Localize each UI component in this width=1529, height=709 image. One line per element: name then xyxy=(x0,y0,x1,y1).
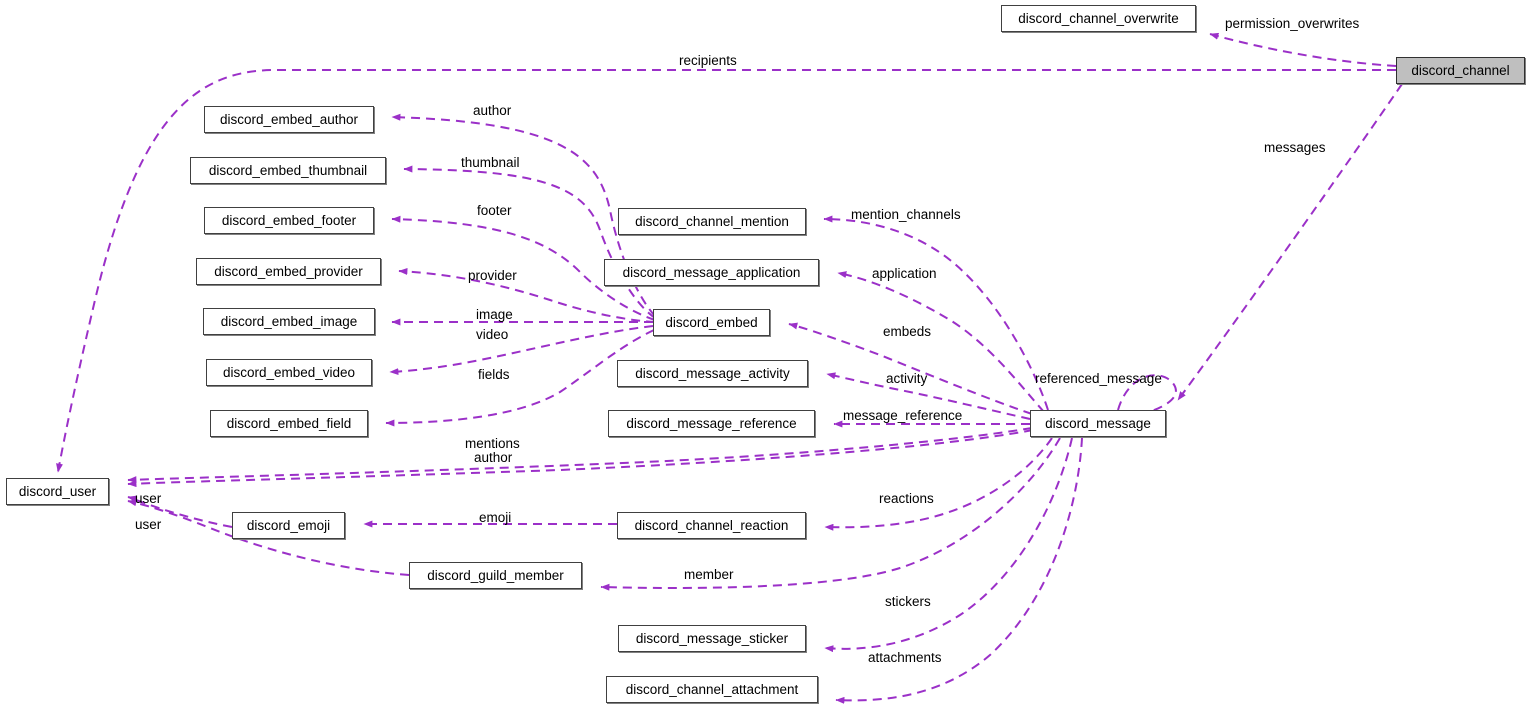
edge-mention-channels xyxy=(823,215,1049,411)
edge-label-emoji: emoji xyxy=(479,510,512,525)
edge-label-user_1: user xyxy=(135,491,162,506)
node-label: discord_embed_provider xyxy=(214,263,363,279)
node-label: discord_message_application xyxy=(622,264,801,280)
edge-label-image: image xyxy=(476,307,513,322)
edge-label-recipients: recipients xyxy=(679,53,737,68)
edge-label-permission_overwrites: permission_overwrites xyxy=(1225,16,1360,31)
node-discord_embed_video[interactable]: discord_embed_video xyxy=(206,359,372,386)
node-discord_message_activity[interactable]: discord_message_activity xyxy=(617,360,808,387)
node-discord_embed_footer[interactable]: discord_embed_footer xyxy=(204,207,374,234)
edge-label-message_reference: message_reference xyxy=(843,408,963,423)
node-discord_embed_author[interactable]: discord_embed_author xyxy=(204,106,374,133)
node-discord_channel_overwrite[interactable]: discord_channel_overwrite xyxy=(1001,5,1196,32)
edge-label-member: member xyxy=(684,567,734,582)
edge-label-thumbnail: thumbnail xyxy=(461,155,520,170)
node-discord_embed_image[interactable]: discord_embed_image xyxy=(203,308,375,335)
node-label: discord_channel_overwrite xyxy=(1018,10,1179,26)
edge-label-embeds: embeds xyxy=(883,324,932,339)
edge-label-attachments: attachments xyxy=(868,650,942,665)
edge-author-msg xyxy=(127,429,1034,488)
edge-label-user_2: user xyxy=(135,517,162,532)
edge-permission-overwrites xyxy=(1209,32,1397,67)
edge-label-author_embed: author xyxy=(473,103,512,118)
node-discord_message_sticker[interactable]: discord_message_sticker xyxy=(618,625,806,652)
edge-label-messages: messages xyxy=(1264,140,1326,155)
edge-label-video: video xyxy=(476,327,509,342)
node-discord_channel[interactable]: discord_channel xyxy=(1396,57,1525,84)
edge-label-stickers: stickers xyxy=(885,594,931,609)
node-discord_embed[interactable]: discord_embed xyxy=(653,309,770,336)
node-discord_embed_provider[interactable]: discord_embed_provider xyxy=(196,258,381,285)
edge-label-provider: provider xyxy=(468,268,517,283)
node-discord_channel_mention[interactable]: discord_channel_mention xyxy=(618,208,806,235)
node-label: discord_embed xyxy=(665,314,758,330)
node-label: discord_embed_field xyxy=(226,415,352,431)
node-label: discord_message_sticker xyxy=(635,630,789,646)
edge-label-footer: footer xyxy=(477,203,512,218)
edge-reactions xyxy=(824,437,1053,531)
edge-messages xyxy=(1177,83,1403,401)
edge-video xyxy=(389,325,654,376)
node-label: discord_message_reference xyxy=(626,415,797,431)
node-label: discord_message xyxy=(1045,415,1151,431)
node-discord_message[interactable]: discord_message xyxy=(1030,410,1166,437)
edge-label-activity: activity xyxy=(886,371,928,386)
node-discord_channel_attachment[interactable]: discord_channel_attachment xyxy=(606,676,818,703)
edge-author-embed xyxy=(391,113,656,317)
node-discord_emoji[interactable]: discord_emoji xyxy=(232,512,345,539)
edge-label-reactions: reactions xyxy=(879,491,934,506)
edge-label-application: application xyxy=(872,266,937,281)
node-label: discord_emoji xyxy=(246,517,331,533)
edge-thumbnail xyxy=(403,165,656,319)
node-label: discord_guild_member xyxy=(427,567,564,583)
node-discord_user[interactable]: discord_user xyxy=(6,478,109,505)
edge-label-author_msg: author xyxy=(474,450,513,465)
node-label: discord_channel_mention xyxy=(635,213,789,229)
node-label: discord_channel_reaction xyxy=(634,517,789,533)
edge-label-mentions: mentions xyxy=(465,436,520,451)
node-discord_channel_reaction[interactable]: discord_channel_reaction xyxy=(617,512,806,539)
node-label: discord_embed_author xyxy=(219,111,359,127)
node-discord_embed_thumbnail[interactable]: discord_embed_thumbnail xyxy=(190,157,386,184)
node-label: discord_embed_image xyxy=(220,313,358,329)
node-label: discord_message_activity xyxy=(635,365,790,381)
edge-label-fields: fields xyxy=(478,367,510,382)
edge-stickers xyxy=(824,437,1073,653)
node-label: discord_user xyxy=(18,483,97,499)
edge-application xyxy=(837,271,1045,413)
node-label: discord_embed_footer xyxy=(221,212,357,228)
node-discord_message_application[interactable]: discord_message_application xyxy=(604,259,819,286)
node-label: discord_embed_video xyxy=(222,364,356,380)
edge-label-referenced_message: referenced_message xyxy=(1035,371,1162,386)
node-discord_guild_member[interactable]: discord_guild_member xyxy=(409,562,582,589)
node-label: discord_embed_thumbnail xyxy=(208,162,368,178)
node-discord_embed_field[interactable]: discord_embed_field xyxy=(210,410,368,437)
edge-label-mention_channels: mention_channels xyxy=(851,207,961,222)
node-label: discord_channel_attachment xyxy=(625,681,799,697)
node-discord_message_reference[interactable]: discord_message_reference xyxy=(608,410,815,437)
node-label: discord_channel xyxy=(1411,62,1510,78)
